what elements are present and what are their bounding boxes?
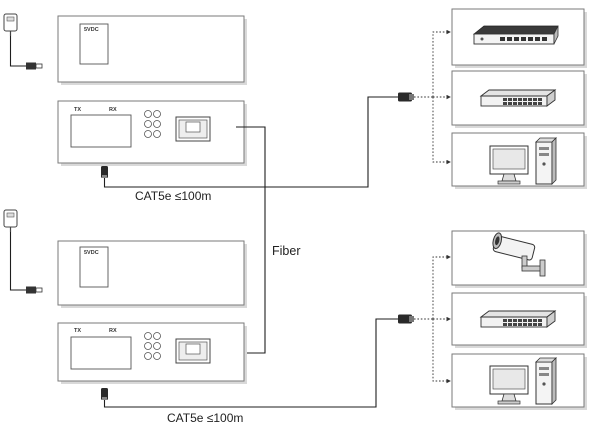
top-power-module: 5VDC — [57, 15, 247, 85]
top-device-switch-box — [451, 70, 587, 128]
bottom-device-fanout — [414, 254, 451, 384]
top-cable-label: CAT5e ≤100m — [135, 189, 211, 203]
bottom-device-camera-box — [451, 230, 587, 288]
top-device-fanout — [414, 29, 451, 165]
bottom-cat5e-cable — [101, 314, 414, 408]
top-cat5e-cable — [101, 92, 414, 188]
network-switch-icon — [480, 310, 556, 328]
top-device-pc-box — [451, 132, 587, 189]
bottom-rx-label: RX — [109, 328, 117, 334]
bottom-cable-label: CAT5e ≤100m — [167, 411, 243, 425]
bottom-rj45-port-icon — [175, 338, 211, 364]
bottom-tx-label: TX — [74, 328, 81, 334]
network-switch-icon — [480, 89, 556, 107]
top-power-adapter-icon — [3, 13, 43, 70]
bottom-status-leds — [144, 332, 161, 360]
top-media-converter: TX RX — [57, 100, 247, 166]
top-tx-label: TX — [74, 107, 81, 113]
bottom-fiber-port — [70, 336, 132, 370]
top-rj45-port-icon — [175, 116, 211, 142]
fiber-cable — [236, 126, 266, 354]
bottom-device-switch-box — [451, 292, 587, 348]
top-status-leds — [144, 110, 161, 138]
top-rx-label: RX — [109, 107, 117, 113]
top-fiber-port — [70, 114, 132, 148]
bottom-device-pc-box — [451, 353, 587, 410]
bottom-power-adapter-icon — [3, 209, 43, 294]
top-device-router-box — [451, 8, 587, 68]
top-power-label: 5VDC — [84, 27, 99, 33]
fiber-label: Fiber — [272, 244, 300, 258]
bottom-power-module: 5VDC — [57, 240, 247, 308]
router-icon — [473, 25, 559, 45]
bottom-power-label: 5VDC — [84, 250, 99, 256]
bottom-media-converter: TX RX — [57, 322, 247, 384]
